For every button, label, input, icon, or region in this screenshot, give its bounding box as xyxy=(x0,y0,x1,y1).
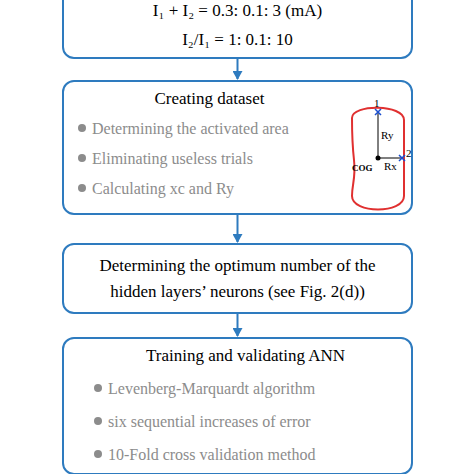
flow-arrow xyxy=(237,59,239,80)
cog-point xyxy=(376,156,381,161)
flow-arrow xyxy=(237,314,239,336)
figure-label: 1 xyxy=(374,98,380,109)
ry-line xyxy=(378,112,379,158)
bullet-dot xyxy=(78,184,86,192)
process-box: Training and validating ANN Levenberg-Mar… xyxy=(62,337,413,474)
bullet-text: Eliminating useless trials xyxy=(78,149,341,169)
figure-label: Rx xyxy=(384,161,397,172)
process-box: Determining the optimum number of the hi… xyxy=(62,243,413,314)
bullet-dot xyxy=(78,124,86,132)
box-title: Creating dataset xyxy=(78,88,341,109)
box-title: I₁ + I₂ = 0.3: 0.1: 3 (mA) xyxy=(76,0,399,21)
bullet-text: six sequential increases of error xyxy=(94,412,397,432)
figure-label: COG xyxy=(352,164,373,173)
process-box: Creating datasetDetermining the activate… xyxy=(62,80,413,215)
bullet-text: Calculating xc and Ry xyxy=(78,179,341,199)
bullet-text: Determining the activated area xyxy=(78,119,341,139)
point-marker xyxy=(375,109,381,115)
bullet-text: Levenberg-Marquardt algorithm xyxy=(94,379,397,399)
flow-arrow xyxy=(237,215,239,242)
box-text: I₂/I₁ = 1: 0.1: 10 xyxy=(76,29,399,50)
activated-area-outline xyxy=(352,108,404,210)
box-title: Determining the optimum number of the hi… xyxy=(88,253,388,304)
point-marker xyxy=(399,155,405,161)
figure-label: Ry xyxy=(381,130,393,141)
figure-label: 2 xyxy=(406,148,412,159)
bullet-dot xyxy=(94,384,102,392)
box-title: Training and validating ANN xyxy=(94,345,397,366)
rx-line xyxy=(378,158,402,159)
process-box: I₁ + I₂ = 0.3: 0.1: 3 (mA) I₂/I₁ = 1: 0.1… xyxy=(62,0,413,59)
bullet-dot xyxy=(94,450,102,458)
bullet-text: 10-Fold cross validation method xyxy=(94,445,397,465)
bullet-dot xyxy=(94,417,102,425)
bullet-dot xyxy=(78,154,86,162)
